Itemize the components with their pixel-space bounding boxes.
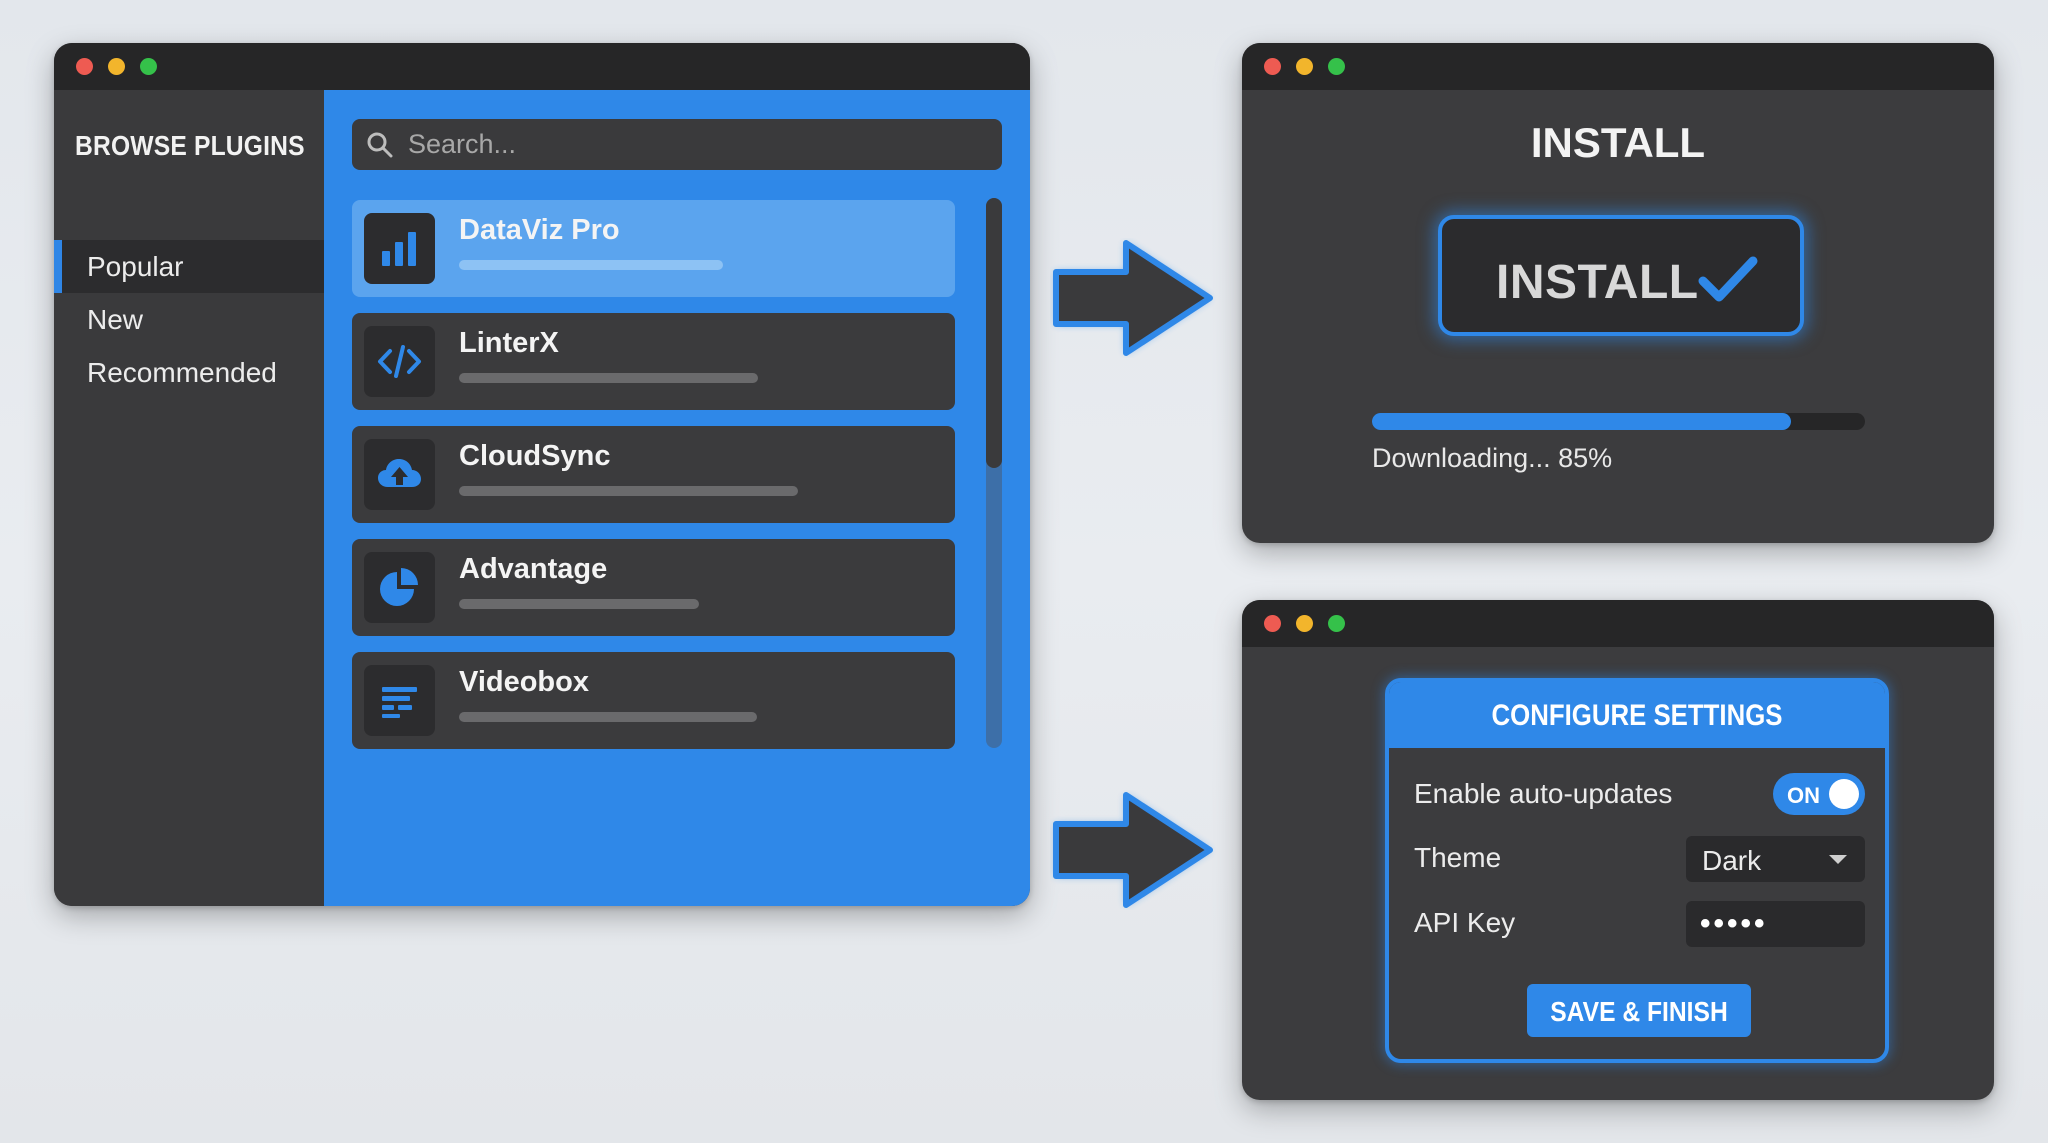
minimize-window-button[interactable] — [1296, 58, 1313, 75]
pie-chart-icon — [380, 568, 418, 606]
save-button-label: SAVE & FINISH — [1550, 996, 1728, 1027]
titlebar — [1242, 43, 1994, 90]
plugin-icon-tile — [364, 326, 435, 397]
plugin-name: Advantage — [459, 553, 608, 585]
sidebar-item-label: Recommended — [87, 357, 277, 388]
sidebar-item-label: New — [87, 304, 144, 335]
configure-settings-panel: CONFIGURE SETTINGS Enable auto-updates O… — [1385, 678, 1889, 1063]
search-input[interactable] — [408, 119, 988, 170]
auto-updates-toggle[interactable]: ON — [1773, 773, 1865, 815]
plugin-item-cloudsync[interactable]: CloudSync — [352, 426, 955, 523]
plugin-description-placeholder — [459, 373, 758, 383]
api-key-label: API Key — [1414, 907, 1516, 938]
plugin-icon-tile — [364, 552, 435, 623]
download-progress-fill — [1372, 413, 1792, 430]
auto-updates-label: Enable auto-updates — [1414, 778, 1673, 809]
flow-arrow-right-icon — [1053, 792, 1213, 908]
install-button[interactable]: INSTALL — [1438, 215, 1804, 336]
save-and-finish-button[interactable]: SAVE & FINISH — [1527, 984, 1751, 1037]
toggle-knob — [1829, 779, 1859, 809]
scrollbar-thumb[interactable] — [986, 198, 1002, 468]
install-heading: INSTALL — [1530, 119, 1706, 166]
toggle-state-label: ON — [1787, 783, 1820, 808]
plugin-item-videobox[interactable]: Videobox — [352, 652, 955, 749]
sidebar-item-new[interactable]: New — [54, 293, 324, 346]
plugin-description-placeholder — [459, 486, 798, 496]
plugin-name: CloudSync — [459, 440, 611, 472]
browse-plugins-window: BROWSE PLUGINS Popular New Recommended — [54, 43, 1030, 906]
close-window-button[interactable] — [1264, 615, 1281, 632]
configure-settings-title: CONFIGURE SETTINGS — [1491, 699, 1783, 732]
plugin-icon-tile — [364, 439, 435, 510]
plugin-description-placeholder — [459, 599, 699, 609]
plugin-name: DataViz Pro — [459, 214, 620, 246]
close-window-button[interactable] — [1264, 58, 1281, 75]
maximize-window-button[interactable] — [140, 58, 157, 75]
theme-select[interactable]: Dark — [1686, 836, 1865, 882]
maximize-window-button[interactable] — [1328, 615, 1345, 632]
sidebar-item-recommended[interactable]: Recommended — [54, 346, 324, 399]
search-bar — [352, 119, 1002, 170]
download-status-text: Downloading... 85% — [1372, 443, 1613, 473]
install-window: INSTALL INSTALL Downloading... 85% — [1242, 43, 1994, 543]
plugin-item-linterx[interactable]: LinterX — [352, 313, 955, 410]
chevron-down-icon — [1829, 855, 1847, 864]
theme-select-value: Dark — [1702, 845, 1762, 876]
configure-window: CONFIGURE SETTINGS Enable auto-updates O… — [1242, 600, 1994, 1100]
search-icon — [367, 132, 393, 158]
plugin-name: Videobox — [459, 666, 589, 698]
plugin-list-pane: DataViz Pro LinterX Clo — [324, 90, 1030, 906]
plugin-icon-tile — [364, 665, 435, 736]
minimize-window-button[interactable] — [1296, 615, 1313, 632]
plugin-description-placeholder — [459, 712, 757, 722]
sidebar-title: BROWSE PLUGINS — [75, 130, 305, 161]
plugin-name: LinterX — [459, 327, 559, 359]
flow-arrow-right-icon — [1053, 240, 1213, 356]
bar-chart-icon — [382, 232, 416, 266]
download-progress-bar — [1372, 413, 1865, 430]
plugin-item-dataviz-pro[interactable]: DataViz Pro — [352, 200, 955, 297]
configure-settings-header: CONFIGURE SETTINGS — [1389, 682, 1885, 748]
plugin-item-advantage[interactable]: Advantage — [352, 539, 955, 636]
sidebar-item-popular[interactable]: Popular — [54, 240, 324, 293]
install-button-label: INSTALL — [1496, 256, 1699, 309]
maximize-window-button[interactable] — [1328, 58, 1345, 75]
code-icon — [378, 345, 421, 378]
cloud-upload-icon — [378, 459, 421, 487]
minimize-window-button[interactable] — [108, 58, 125, 75]
titlebar — [1242, 600, 1994, 647]
plugin-icon-tile — [364, 213, 435, 284]
sidebar: BROWSE PLUGINS Popular New Recommended — [54, 90, 324, 906]
close-window-button[interactable] — [76, 58, 93, 75]
titlebar — [54, 43, 1030, 90]
theme-label: Theme — [1414, 842, 1502, 873]
plugin-description-placeholder — [459, 260, 723, 270]
api-key-field[interactable] — [1686, 901, 1865, 947]
sidebar-item-label: Popular — [87, 251, 184, 282]
list-lines-icon — [382, 687, 417, 718]
checkmark-icon — [1698, 256, 1758, 302]
